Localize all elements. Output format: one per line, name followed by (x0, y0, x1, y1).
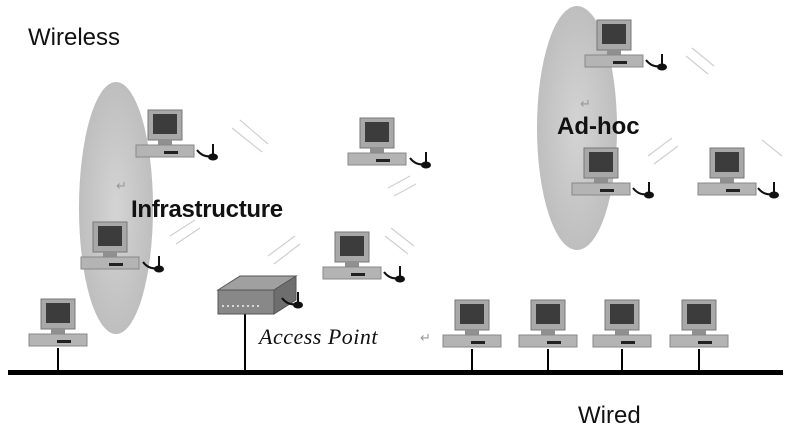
return-mark-icon: ↵ (420, 330, 431, 345)
wired-computer (28, 298, 88, 347)
adhoc-computer (571, 147, 655, 200)
infrastructure-cloud (79, 82, 153, 334)
infrastructure-label: Infrastructure (131, 196, 283, 223)
wired-computer (442, 299, 502, 348)
wireless-signal-lines (169, 47, 783, 265)
wired-computer (669, 299, 729, 348)
wired-computer (518, 299, 578, 348)
wireless-computer (322, 231, 406, 284)
wired-backbone (8, 370, 783, 375)
wireless-label: Wireless (28, 24, 121, 51)
access-point-label: Access Point (259, 324, 379, 349)
return-mark-icon: ↵ (580, 96, 591, 111)
bus-drops (57, 314, 700, 371)
return-mark-icon: ↵ (116, 178, 127, 193)
access-point-device (216, 275, 304, 315)
adhoc-computer (697, 147, 780, 200)
adhoc-label: Ad-hoc (557, 113, 640, 140)
adhoc-computer (584, 19, 668, 72)
wireless-computer (135, 109, 219, 162)
wired-computer (592, 299, 652, 348)
wired-label: Wired (578, 402, 641, 429)
wireless-computer (347, 117, 432, 170)
